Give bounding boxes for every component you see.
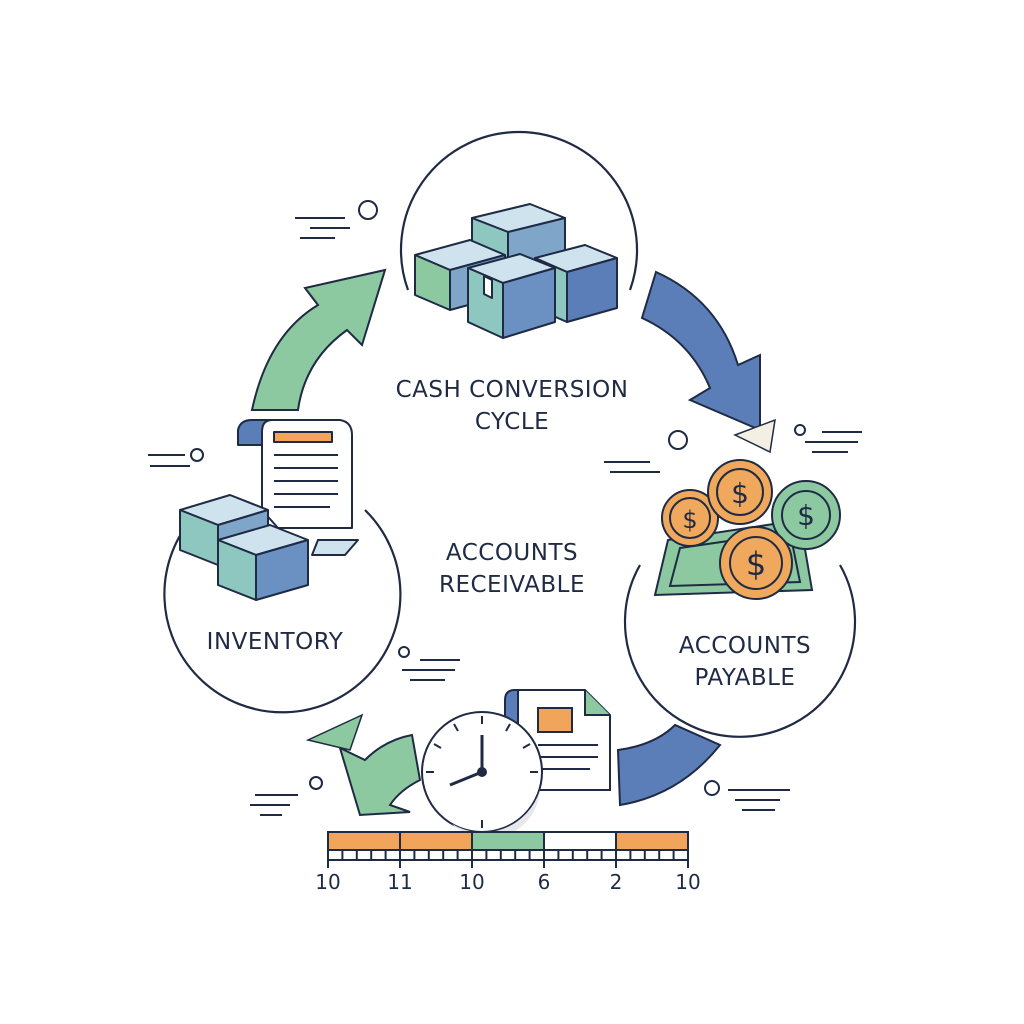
timeline-tick-label: 6 [537, 870, 551, 894]
timeline-tick-label: 10 [459, 870, 485, 894]
inventory-label: INVENTORY [206, 629, 344, 655]
payable-label-line1: ACCOUNTS [678, 633, 812, 659]
green-arrow-bottom-left [305, 713, 422, 817]
green-arrow-up [250, 268, 387, 411]
timeline-segment [327, 831, 401, 851]
receivable-label-line2: RECEIVABLE [438, 572, 585, 598]
timeline-segment [543, 831, 617, 851]
cycle-title-line1: CASH CONVERSION [395, 377, 629, 403]
timeline-tick-label: 11 [387, 870, 413, 894]
timeline-segment [615, 831, 689, 851]
svg-text:$: $ [731, 477, 749, 510]
cycle-title-line2: CYCLE [474, 409, 550, 435]
timeline-tick-label: 10 [675, 870, 701, 894]
boxes-document-icon [179, 419, 359, 601]
timeline-bar [327, 831, 689, 868]
timeline-segment [399, 831, 473, 851]
svg-text:$: $ [797, 499, 815, 532]
right-node-circle [623, 564, 857, 738]
blue-arrow-down [640, 270, 776, 454]
timeline-segment [471, 831, 545, 851]
decor-marks [148, 200, 862, 816]
svg-text:$: $ [746, 545, 766, 583]
receivable-label: ACCOUNTS RECEIVABLE [382, 537, 642, 601]
blue-arrow-bottom [616, 723, 722, 807]
clock-invoice-icon [421, 689, 611, 839]
top-node-circle [399, 130, 639, 291]
receivable-label-line1: ACCOUNTS [445, 540, 579, 566]
coins-cash-icon: $ $ $ $ [653, 459, 841, 600]
payable-label-line2: PAYABLE [694, 665, 796, 691]
cycle-title: CASH CONVERSION CYCLE [362, 374, 662, 438]
timeline-tick-label: 2 [609, 870, 623, 894]
boxes-icon [414, 203, 618, 339]
timeline-tick-label: 10 [315, 870, 341, 894]
payable-label: ACCOUNTS PAYABLE [635, 630, 855, 694]
left-node-circle [163, 509, 402, 714]
svg-text:$: $ [682, 506, 697, 534]
